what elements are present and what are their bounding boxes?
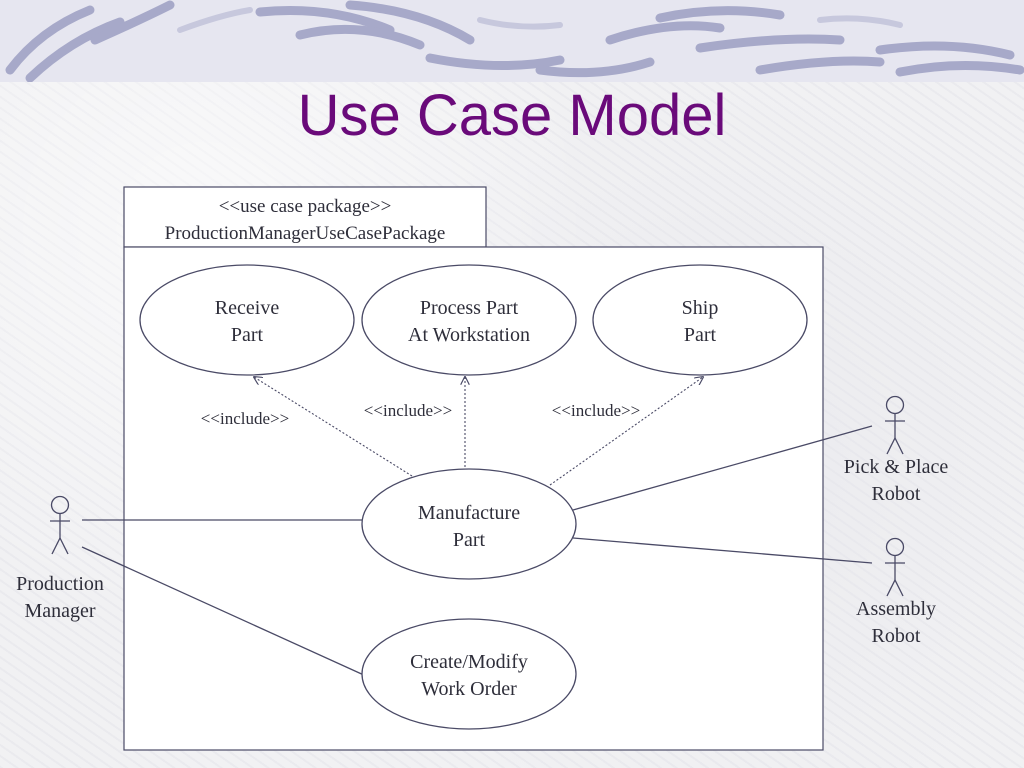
actor-assembly-robot[interactable]: Assembly Robot	[856, 537, 936, 648]
use-case-label: Part	[684, 324, 717, 346]
actor-label: Production	[16, 573, 104, 595]
actor-label: Robot	[872, 625, 921, 647]
actor-pick-place-robot[interactable]: Pick & Place Robot	[844, 395, 949, 506]
use-case-label: Ship	[682, 297, 719, 319]
association-assembly-manufacture	[572, 537, 873, 564]
use-case-label: Manufacture	[418, 502, 520, 524]
package-tab	[123, 186, 487, 248]
include-label-process: <<include>>	[364, 401, 452, 420]
actor-label: Robot	[872, 483, 921, 505]
use-case-label: At Workstation	[408, 324, 530, 346]
include-label-ship: <<include>>	[552, 401, 640, 420]
use-case-label: Work Order	[421, 678, 517, 700]
stick-figure-icon	[885, 537, 905, 597]
include-arrow-ship	[549, 377, 703, 486]
stick-figure-icon	[885, 395, 905, 455]
use-case-process-part[interactable]: Process Part At Workstation	[361, 264, 577, 376]
use-case-receive-part[interactable]: Receive Part	[139, 264, 355, 376]
association-pickplace-manufacture	[572, 425, 873, 511]
package-name: ProductionManagerUseCasePackage	[165, 223, 446, 244]
stick-figure-icon	[50, 495, 70, 555]
use-case-label: Create/Modify	[410, 651, 528, 673]
decorative-banner	[0, 0, 1024, 82]
actor-production-manager[interactable]: Production Manager	[16, 495, 104, 623]
actor-label: Assembly	[856, 598, 936, 620]
association-manager-workorder	[81, 546, 367, 677]
use-case-label: Part	[231, 324, 264, 346]
use-case-ship-part[interactable]: Ship Part	[592, 264, 808, 376]
include-label-receive: <<include>>	[201, 409, 289, 428]
page-title: Use Case Model	[297, 83, 727, 148]
include-arrow-receive	[254, 377, 413, 477]
actor-label: Manager	[24, 600, 95, 622]
use-case-create-modify-work-order[interactable]: Create/Modify Work Order	[361, 618, 577, 730]
use-case-label: Process Part	[420, 297, 519, 319]
package-stereotype: <<use case package>>	[219, 196, 392, 217]
use-case-label: Receive	[215, 297, 280, 319]
use-case-label: Part	[453, 529, 486, 551]
actor-label: Pick & Place	[844, 456, 949, 478]
use-case-manufacture-part[interactable]: Manufacture Part	[361, 468, 577, 580]
